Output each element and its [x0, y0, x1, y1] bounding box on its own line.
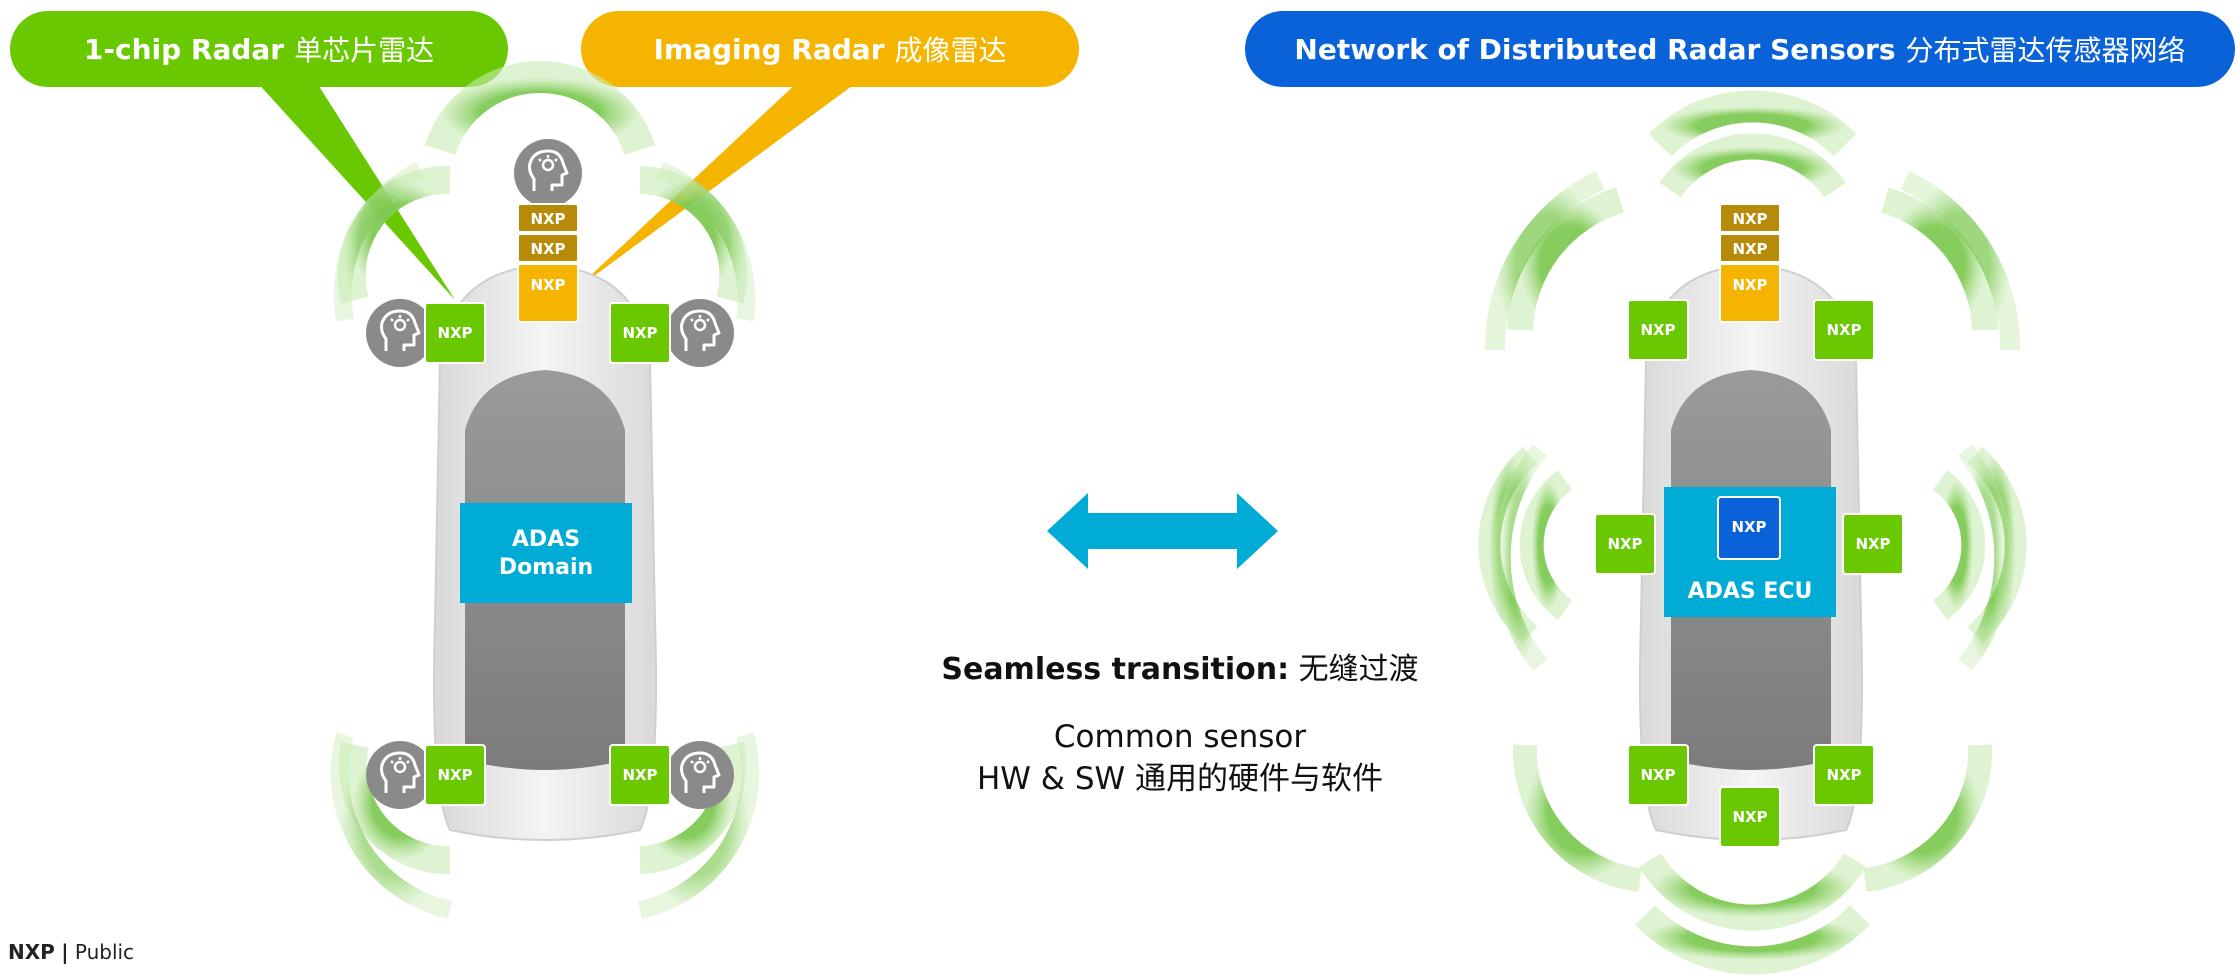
svg-text:NXP: NXP [1732, 210, 1767, 228]
footer: NXP | Public [8, 940, 134, 964]
nxp-chip-icon: NXP [1627, 744, 1689, 806]
network-radar-title: Network of Distributed Radar Sensors [1294, 32, 1896, 66]
svg-text:NXP: NXP [1732, 808, 1767, 826]
svg-text:NXP: NXP [1640, 321, 1675, 339]
svg-text:NXP: NXP [530, 210, 565, 228]
imaging-radar-zh: 成像雷达 [894, 34, 1007, 67]
nxp-chip-icon: NXP [424, 302, 486, 364]
svg-text:NXP: NXP [1732, 240, 1767, 258]
imaging-callout-pointer [575, 80, 860, 290]
transition-line: Seamless transition: 无缝过渡 [870, 644, 1490, 688]
network-radar-zh: 分布式雷达传感器网络 [1905, 34, 2186, 67]
ai-head-icon [664, 297, 736, 369]
ai-head-icon [364, 739, 436, 811]
svg-text:NXP: NXP [1607, 535, 1642, 553]
left-car-group: ADAS Domain NXP NXP NXP NXP NXP [330, 61, 760, 919]
svg-text:NXP: NXP [1732, 276, 1767, 294]
nxp-chip-icon: NXP [517, 203, 579, 233]
svg-text:NXP: NXP [1826, 321, 1861, 339]
footer-brand: NXP [8, 940, 55, 964]
nxp-chip-icon [1717, 496, 1781, 560]
right-car-radar-arcs [1478, 90, 2027, 975]
one-chip-radar-label: 1-chip Radar 单芯片雷达 [10, 11, 508, 87]
network-radar-label: Network of Distributed Radar Sensors 分布式… [1245, 11, 2235, 87]
nxp-chip-icon: NXP [1813, 299, 1875, 361]
ai-head-icon [512, 137, 584, 209]
nxp-chip-icon: NXP [1842, 513, 1904, 575]
ai-head-icon [364, 297, 436, 369]
imaging-radar-label: Imaging Radar 成像雷达 [581, 11, 1079, 87]
adas-domain-line2: Domain [499, 555, 593, 580]
nxp-chip-icon: NXP [517, 233, 579, 263]
svg-text:NXP: NXP [437, 766, 472, 784]
svg-text:NXP: NXP [1826, 766, 1861, 784]
nxp-chip-icon: NXP [1813, 744, 1875, 806]
adas-domain-line1: ADAS [512, 527, 580, 552]
nxp-chip-icon: NXP [1719, 786, 1781, 848]
nxp-chip-icon: NXP [1594, 513, 1656, 575]
adas-domain-box [460, 503, 632, 603]
one-chip-radar-title: 1-chip Radar [83, 32, 285, 66]
double-arrow-icon [1047, 493, 1278, 569]
footer-separator: | [61, 940, 69, 964]
svg-text:NXP: NXP [437, 324, 472, 342]
svg-text:NXP: NXP [622, 324, 657, 342]
svg-text:NXP: NXP [530, 240, 565, 258]
nxp-chip-icon: NXP [1719, 263, 1781, 323]
svg-text:NXP: NXP [1855, 535, 1890, 553]
nxp-chip-icon: NXP [609, 302, 671, 364]
svg-text:NXP: NXP [530, 276, 565, 294]
one-chip-radar-zh: 单芯片雷达 [294, 34, 435, 67]
nxp-chip-icon: NXP [1719, 233, 1781, 263]
common-sensor-line2: HW & SW 通用的硬件与软件 [976, 761, 1384, 797]
svg-text:NXP: NXP [622, 766, 657, 784]
common-sensor-text: Common sensor HW & SW 通用的硬件与软件 [870, 716, 1490, 800]
nxp-chip-icon: NXP [1719, 203, 1781, 233]
ai-head-icon [664, 739, 736, 811]
transition-caption: Seamless transition: 无缝过渡 Common sensor … [870, 644, 1490, 800]
nxp-chip-icon: NXP [517, 263, 579, 323]
one-chip-callout-pointer [255, 80, 455, 300]
ecu-chip-brand: NXP [1731, 518, 1766, 536]
common-sensor-line1: Common sensor [1053, 719, 1307, 755]
nxp-chip-icon: NXP [609, 744, 671, 806]
transition-bold: Seamless transition: [941, 652, 1290, 687]
right-car-group: NXP ADAS ECU NXP NXP NXP NXP NXP NXP [1478, 90, 2027, 975]
imaging-radar-title: Imaging Radar [653, 32, 885, 66]
nxp-chip-icon: NXP [1627, 299, 1689, 361]
svg-text:NXP: NXP [1640, 766, 1675, 784]
transition-zh: 无缝过渡 [1298, 652, 1419, 687]
nxp-chip-icon: NXP [424, 744, 486, 806]
left-car-radar-arcs [330, 61, 760, 919]
adas-ecu-label: ADAS ECU [1688, 579, 1813, 604]
footer-classification: Public [74, 940, 135, 964]
